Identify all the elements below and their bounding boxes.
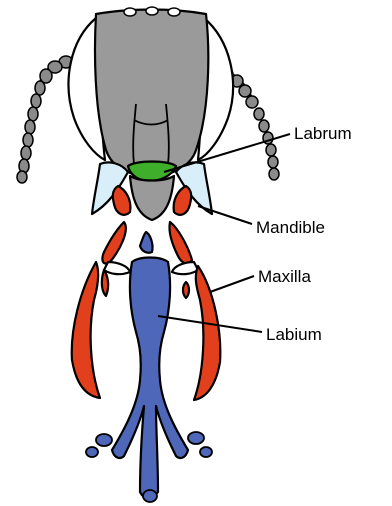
- right-mandible: [174, 186, 192, 215]
- maxilla-label: Maxilla: [258, 267, 311, 286]
- mandible-label: Mandible: [256, 218, 325, 237]
- right-maxilla-lobe: [169, 222, 192, 263]
- left-maxilla-lobe: [102, 222, 125, 264]
- left-mandible: [113, 186, 131, 215]
- right-maxilla-palp-segment: [183, 282, 189, 298]
- right-maxilla: [194, 266, 220, 400]
- labrum-label: Labrum: [294, 124, 352, 143]
- ocelli: [124, 7, 180, 16]
- labium-label: Labium: [266, 325, 322, 344]
- left-maxilla-stipes: [104, 262, 130, 274]
- labium: [112, 258, 188, 499]
- left-maxilla-palp-segment: [102, 270, 108, 296]
- labium-tip: [140, 232, 153, 253]
- mandible-leader: [198, 206, 252, 224]
- right-maxilla-stipes: [172, 262, 198, 274]
- head-capsule: [95, 10, 208, 177]
- gula: [130, 176, 174, 220]
- left-maxilla: [72, 262, 100, 398]
- maxilla-leader: [210, 276, 254, 292]
